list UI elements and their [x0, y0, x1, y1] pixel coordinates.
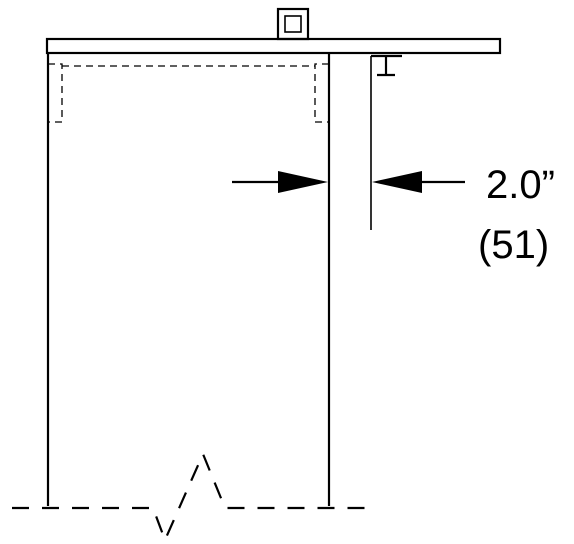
- i-beam-profile: [371, 54, 402, 77]
- square-tube-profile: [276, 7, 310, 41]
- dimension-arrow-right: [372, 171, 465, 193]
- dimension-arrow-left: [232, 171, 328, 193]
- dimension-label-metric: (51): [478, 223, 550, 267]
- hidden-line-right: [314, 63, 329, 123]
- hidden-line-left: [48, 63, 63, 123]
- dimension-label-imperial: 2.0”: [486, 163, 555, 207]
- header-track: [45, 37, 502, 55]
- break-line: [12, 451, 372, 543]
